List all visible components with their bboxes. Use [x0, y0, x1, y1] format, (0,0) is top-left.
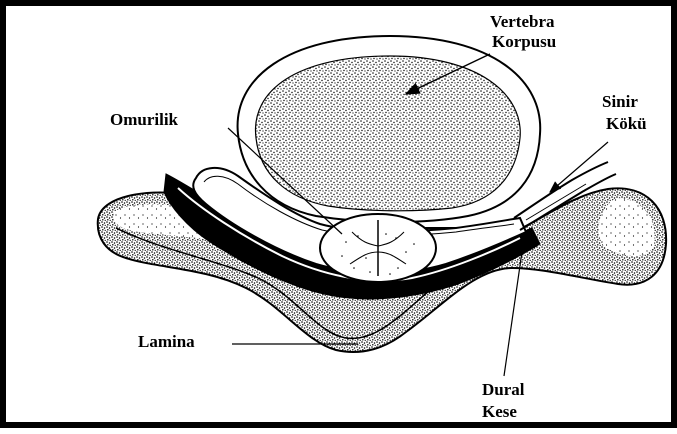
label-kese: Kese [482, 402, 517, 422]
vertebra-korpusu-body [238, 36, 541, 222]
spine-cross-section-illustration [6, 6, 677, 434]
label-koku: Kökü [606, 114, 647, 134]
label-korpusu: Korpusu [492, 32, 556, 52]
label-dural: Dural [482, 380, 525, 400]
label-omurilik: Omurilik [110, 110, 178, 130]
omurilik-spinal-cord [320, 214, 436, 282]
sinir-koku-arrow [550, 142, 608, 192]
label-vertebra: Vertebra [490, 12, 555, 32]
label-lamina: Lamina [138, 332, 195, 352]
label-sinir: Sinir [602, 92, 638, 112]
